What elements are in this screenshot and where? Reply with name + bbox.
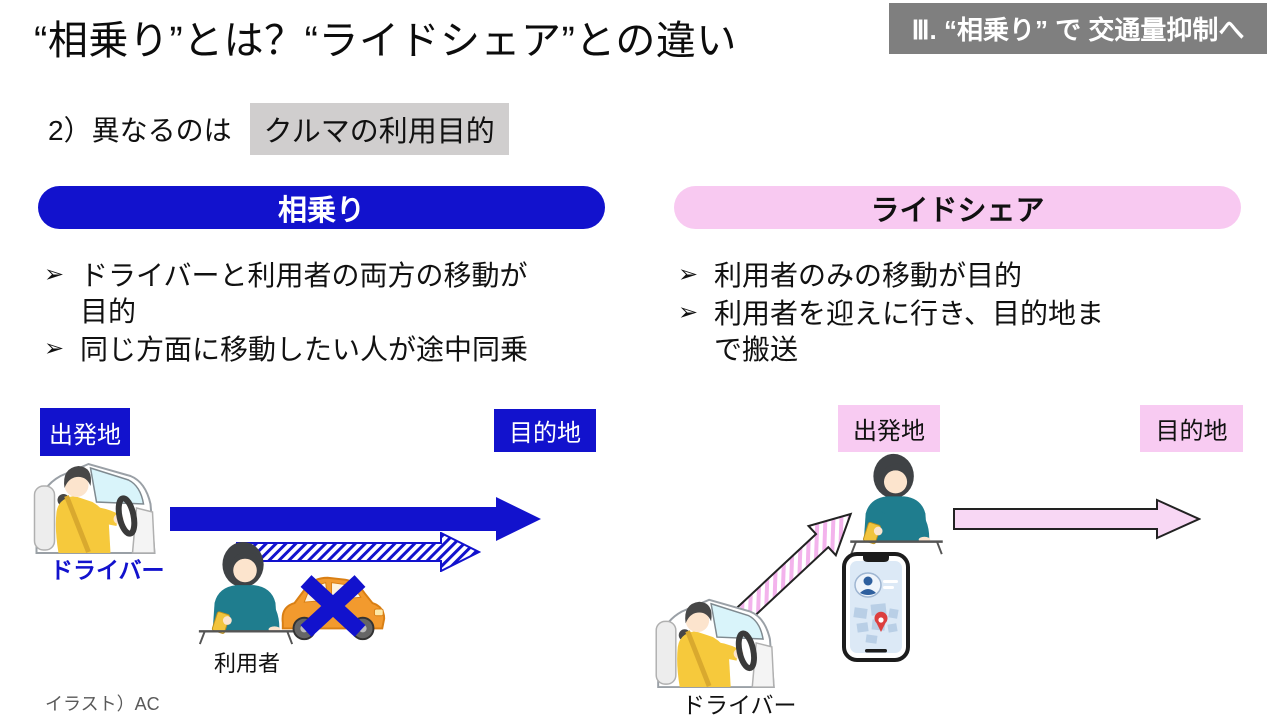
list-item: ➢ 利用者のみの移動が目的 [678, 258, 1128, 294]
list-item: ➢ ドライバーと利用者の両方の移動が目的 [44, 258, 549, 330]
carpool-rider-label: 利用者 [214, 651, 281, 676]
page-title: “相乗り”とは？“ライドシェア”との違い [34, 19, 737, 63]
subtitle-prefix: 2）異なるのは [48, 115, 232, 146]
bullet-text: 同じ方面に移動したい人が途中同乗 [80, 333, 529, 365]
subtitle-highlight: クルマの利用目的 [249, 103, 509, 155]
arrow-bullet-icon: ➢ [44, 334, 65, 362]
smartphone-icon [841, 552, 911, 662]
cross-icon [300, 575, 366, 637]
rideshare-destination-box: 目的地 [1140, 405, 1243, 452]
arrow-bullet-icon: ➢ [678, 298, 699, 326]
carpool-driver-illustration [28, 456, 163, 556]
rideshare-origin-box: 出発地 [838, 405, 940, 452]
arrow-bullet-icon: ➢ [678, 261, 699, 288]
rideshare-rider-illustration [848, 452, 945, 558]
list-item: ➢ 同じ方面に移動したい人が途中同乗 [44, 332, 549, 368]
rideshare-driver-label: ドライバー [682, 692, 797, 718]
rideshare-header: ライドシェア [674, 186, 1241, 229]
rideshare-driver-illustration [650, 592, 782, 690]
carpool-route-arrow-striped [236, 532, 481, 572]
list-item: ➢ 利用者を迎えに行き、目的地まで搬送 [678, 296, 1128, 368]
bullet-text: 利用者のみの移動が目的 [714, 260, 1023, 291]
section-badge: Ⅲ. “相乗り” で 交通量抑制へ [889, 3, 1267, 54]
illustration-credit: イラスト）AC [45, 694, 160, 714]
rideshare-route-arrow-solid [953, 498, 1201, 540]
carpool-bullet-list: ➢ ドライバーと利用者の両方の移動が目的 ➢ 同じ方面に移動したい人が途中同乗 [44, 258, 549, 369]
carpool-origin-box: 出発地 [40, 408, 130, 456]
rideshare-bullet-list: ➢ 利用者のみの移動が目的 ➢ 利用者を迎えに行き、目的地まで搬送 [678, 258, 1128, 369]
bullet-text: 利用者を迎えに行き、目的地まで搬送 [714, 297, 1105, 365]
carpool-destination-box: 目的地 [494, 409, 596, 452]
arrow-bullet-icon: ➢ [44, 261, 65, 288]
carpool-header: 相乗り [38, 186, 605, 229]
bullet-text: ドライバーと利用者の両方の移動が目的 [80, 260, 528, 327]
carpool-driver-label: ドライバー [50, 557, 165, 583]
carpool-route-arrow-solid [170, 497, 541, 541]
subtitle: 2）異なるのは クルマの利用目的 [48, 103, 509, 155]
